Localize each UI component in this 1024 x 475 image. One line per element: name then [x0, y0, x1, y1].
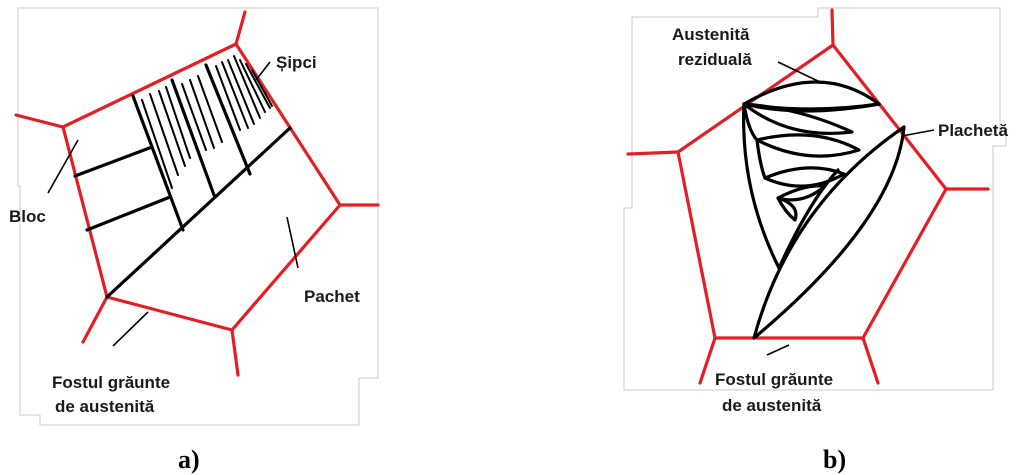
- label-pachet: Pachet: [304, 287, 360, 306]
- panel-a-frame: [17, 7, 379, 426]
- label-retained-austenite-1: Austenită: [672, 25, 750, 44]
- leader-lines-a: [47, 61, 299, 347]
- label-former-grain-a-2: de austenită: [55, 397, 155, 416]
- label-former-grain-b-1: Fostul grăunte: [715, 370, 833, 389]
- packet-and-block-lines: [73, 63, 292, 299]
- panel-a: Șipci Bloc Pachet Fostul grăunte de aust…: [9, 7, 380, 474]
- grain-boundary-a: [14, 10, 380, 377]
- grain-boundary-b: [626, 8, 990, 385]
- label-plate: Plachetă: [938, 121, 1008, 140]
- caption-a: a): [178, 445, 200, 474]
- laths: [141, 55, 273, 189]
- label-former-grain-b-2: de austenită: [722, 396, 822, 415]
- label-former-grain-a-1: Fostul grăunte: [52, 373, 170, 392]
- panel-b: Austenită reziduală Plachetă Fostul grău…: [623, 7, 1008, 474]
- panel-b-frame: [623, 7, 1007, 391]
- caption-b: b): [823, 445, 846, 474]
- label-sipci: Șipci: [276, 53, 317, 72]
- label-retained-austenite-2: reziduală: [678, 50, 752, 69]
- label-bloc: Bloc: [9, 207, 46, 226]
- plates: [742, 80, 906, 340]
- leader-lines-b: [766, 61, 935, 356]
